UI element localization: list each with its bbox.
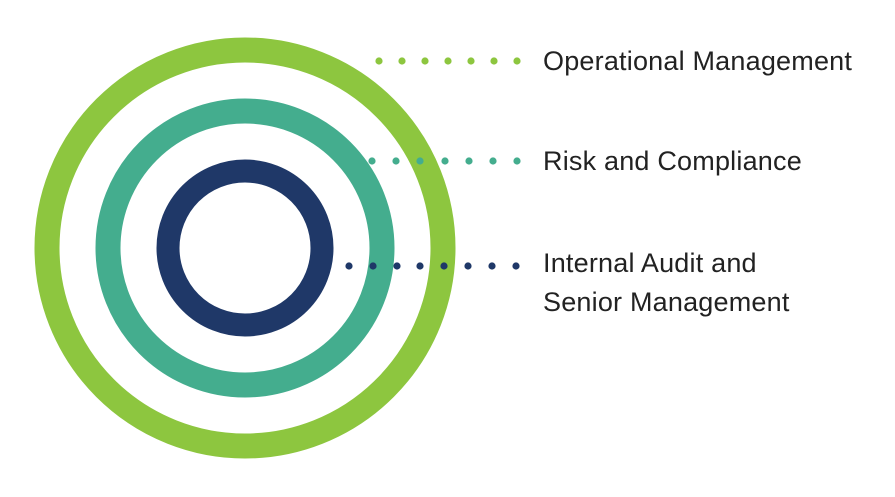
label-operational-management: Operational Management <box>543 42 852 81</box>
leader-dot <box>441 157 449 165</box>
leader-dot <box>467 57 475 65</box>
leader-dot <box>416 262 424 270</box>
label-line: Operational Management <box>543 46 853 76</box>
leader-dot <box>489 157 497 165</box>
leader-dot <box>398 57 406 65</box>
leader-dot <box>345 262 353 270</box>
leader-dot <box>513 57 521 65</box>
label-internal-audit-and-senior-management: Internal Audit and Senior Management <box>543 244 790 322</box>
leader-dot <box>488 262 496 270</box>
leader-dot <box>464 262 472 270</box>
leader-dot <box>440 262 448 270</box>
leader-dot <box>368 157 376 165</box>
leader-dot <box>512 262 520 270</box>
inner-ring-internal-audit <box>156 159 334 337</box>
label-line: Internal Audit and <box>543 248 757 278</box>
leader-dot <box>416 157 424 165</box>
leader-dot <box>375 57 383 65</box>
leader-dot <box>393 262 401 270</box>
leader-dot <box>490 57 498 65</box>
leader-dots-internal-audit <box>345 262 520 270</box>
label-line: Senior Management <box>543 287 790 317</box>
middle-ring-risk-and-compliance <box>95 98 395 398</box>
leader-dots-operational-management <box>375 57 521 65</box>
label-line: Risk and Compliance <box>543 146 802 176</box>
leader-dot <box>421 57 429 65</box>
leader-dot <box>513 157 521 165</box>
leader-dot <box>465 157 473 165</box>
leader-dots-risk-and-compliance <box>368 157 521 165</box>
leader-dot <box>369 262 377 270</box>
leader-dot <box>392 157 400 165</box>
label-risk-and-compliance: Risk and Compliance <box>543 142 802 181</box>
leader-dot <box>444 57 452 65</box>
outer-ring-operational-management <box>34 37 456 459</box>
